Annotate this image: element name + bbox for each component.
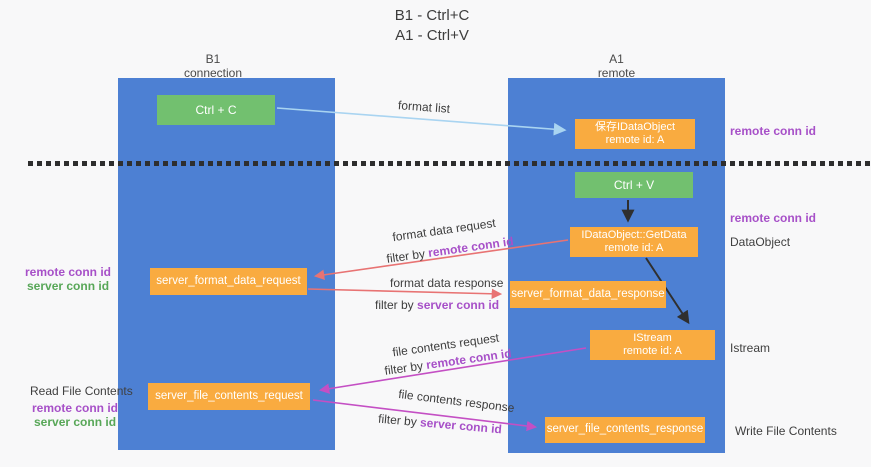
node-server-file-contents-response: server_file_contents_response xyxy=(545,417,705,443)
left-server-conn-id-2: server conn id xyxy=(34,415,117,429)
label-filter-server-2: filter by server conn id xyxy=(378,412,503,437)
remote-conn-id-text: remote conn id xyxy=(427,234,515,260)
node-getdata-line2: remote id: A xyxy=(604,242,664,254)
right-istream-label: Istream xyxy=(730,341,771,355)
label-format-list: format list xyxy=(397,98,451,116)
node-ctrl-c: Ctrl + C xyxy=(157,95,275,125)
node-server-format-data-response: server_format_data_response xyxy=(510,281,666,308)
filter-by-text: filter by xyxy=(383,358,424,378)
node-ctrl-v: Ctrl + V xyxy=(575,172,693,198)
node-istream-line2: remote id: A xyxy=(623,345,682,357)
lane-b1-name: B1 xyxy=(205,52,221,66)
lane-header-a1: A1 remote xyxy=(508,52,725,80)
node-server-file-contents-request-label: server_file_contents_request xyxy=(155,389,303,402)
lane-b1-role: connection xyxy=(183,66,243,80)
node-server-format-data-request: server_format_data_request xyxy=(150,268,307,295)
node-save-dataobject-line1: 保存IDataObject xyxy=(594,120,676,133)
filter-by-text: filter by xyxy=(375,298,414,312)
server-conn-id-text: server conn id xyxy=(419,415,503,437)
right-dataobject-label: DataObject xyxy=(730,235,791,249)
right-remote-conn-id-2: remote conn id xyxy=(730,211,817,225)
node-server-file-contents-response-label: server_file_contents_response xyxy=(546,423,704,436)
title-line-2: A1 - Ctrl+V xyxy=(395,27,469,44)
node-getdata-line1: IDataObject::GetData xyxy=(581,228,687,241)
node-ctrl-c-label: Ctrl + C xyxy=(195,103,237,117)
label-file-contents-response: file contents response xyxy=(397,386,516,416)
node-server-file-contents-request: server_file_contents_request xyxy=(148,383,310,410)
server-conn-id-text: server conn id xyxy=(417,298,500,312)
label-format-data-response: format data response xyxy=(390,276,504,290)
filter-by-text: filter by xyxy=(377,411,418,429)
left-read-file-contents-label: Read File Contents xyxy=(30,384,133,398)
node-getdata: IDataObject::GetData remote id: A xyxy=(570,227,698,257)
lane-a1-role: remote xyxy=(597,66,636,80)
left-remote-conn-id-2: remote conn id xyxy=(32,401,119,415)
lane-a1-name: A1 xyxy=(609,52,624,66)
node-save-dataobject-line2: remote id: A xyxy=(605,134,665,146)
right-write-file-contents-label: Write File Contents xyxy=(735,424,837,438)
lane-header-b1: B1 connection xyxy=(118,52,308,80)
title-line-1: B1 - Ctrl+C xyxy=(394,7,470,24)
right-remote-conn-id-1: remote conn id xyxy=(730,124,817,138)
diagram-title: B1 - Ctrl+C A1 - Ctrl+V xyxy=(347,6,517,46)
left-server-conn-id-1: server conn id xyxy=(27,279,110,293)
left-remote-conn-id-1: remote conn id xyxy=(25,265,112,279)
node-istream-line1: IStream xyxy=(633,331,672,344)
filter-by-text: filter by xyxy=(385,246,426,266)
node-save-dataobject: 保存IDataObject remote id: A xyxy=(575,119,695,149)
label-filter-server-1: filter by server conn id xyxy=(375,298,499,312)
node-server-format-data-response-label: server_format_data_response xyxy=(511,287,665,300)
node-server-format-data-request-label: server_format_data_request xyxy=(156,274,301,287)
node-istream: IStream remote id: A xyxy=(590,330,715,360)
node-ctrl-v-label: Ctrl + V xyxy=(613,178,655,192)
session-separator-line xyxy=(28,161,871,166)
